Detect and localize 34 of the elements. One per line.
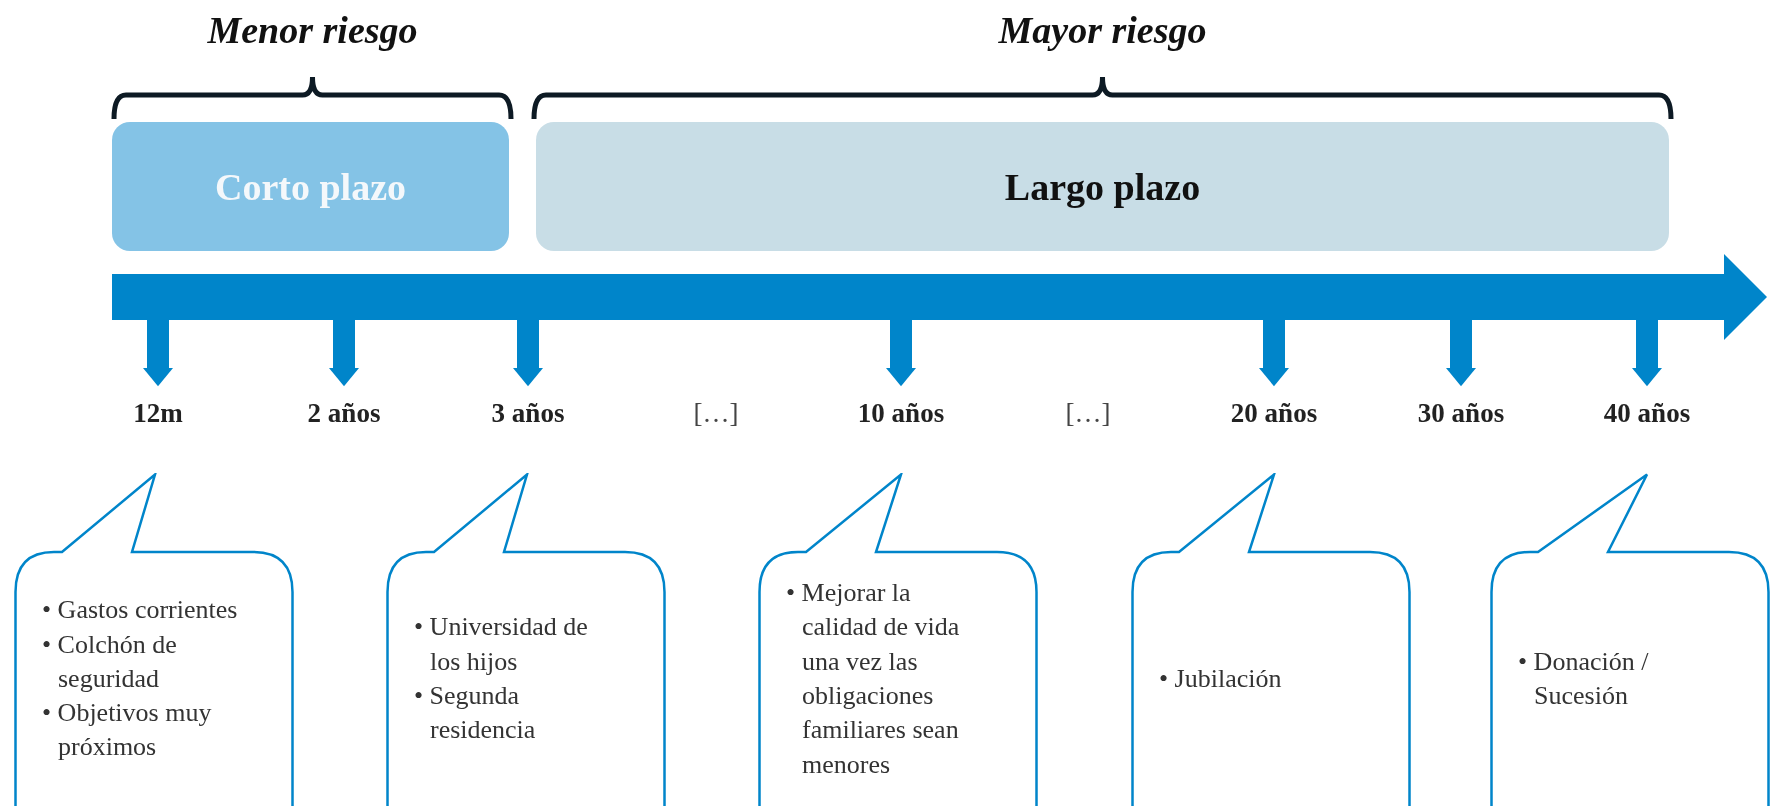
down-arrow: [143, 320, 173, 387]
speech-bubble: [14, 473, 294, 806]
speech-bubble: [1490, 473, 1770, 806]
speech-bubble: [1131, 473, 1411, 806]
down-arrow: [1259, 320, 1289, 387]
list-item: • Mejorar la calidad de vida una vez las obligaciones familiares sean menores: [786, 577, 961, 781]
short-term-box: Corto plazo: [112, 122, 509, 251]
list-item: • Donación / Sucesión: [1518, 645, 1650, 712]
down-arrow: [1446, 320, 1476, 387]
time-label: 40 años: [1567, 398, 1727, 429]
list-item: • Jubilación: [1159, 662, 1282, 695]
list-item: • Universidad de los hijos: [414, 611, 589, 678]
down-arrow: [886, 320, 916, 387]
long-term-box: Largo plazo: [536, 122, 1669, 251]
time-label: […]: [1008, 398, 1168, 429]
time-label: 30 años: [1381, 398, 1541, 429]
list-item: • Segunda residencia: [414, 680, 537, 747]
risk-heading: Menor riesgo: [206, 8, 419, 52]
time-label: 10 años: [821, 398, 981, 429]
risk-heading: Mayor riesgo: [997, 8, 1208, 52]
time-label: 2 años: [264, 398, 424, 429]
list-item: • Colchón de seguridad: [42, 628, 178, 695]
list-item: • Gastos corrientes: [42, 594, 239, 627]
time-label: […]: [636, 398, 796, 429]
down-arrow: [513, 320, 543, 387]
list-item: • Objetivos muy próximos: [42, 697, 213, 764]
down-arrow: [329, 320, 359, 387]
speech-bubble: [386, 473, 666, 806]
timeline-arrow: [112, 254, 1767, 340]
time-label: 3 años: [448, 398, 608, 429]
down-arrow: [1632, 320, 1662, 387]
time-label: 12m: [78, 398, 238, 429]
time-label: 20 años: [1194, 398, 1354, 429]
speech-bubble: [758, 473, 1038, 806]
